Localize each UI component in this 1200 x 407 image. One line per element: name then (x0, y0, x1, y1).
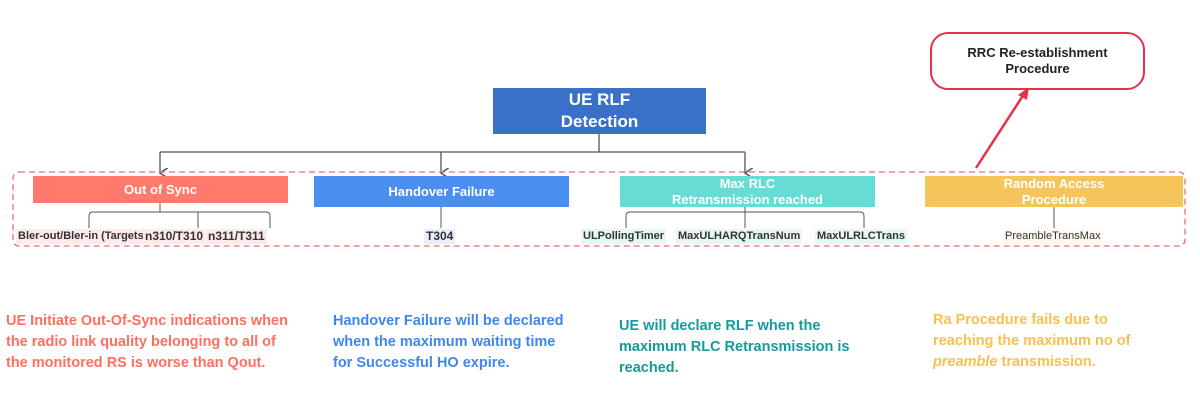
handover-failure-box: Handover Failure (314, 176, 569, 207)
out-of-sync-description: UE Initiate Out-Of-Sync indications when… (6, 313, 288, 371)
leaf-n310: n310/T310 (143, 229, 206, 244)
leaf-maxulharqtransnum: MaxULHARQTransNum (676, 229, 803, 244)
dashed-group (12, 171, 1186, 247)
leaf-t304: T304 (424, 229, 456, 244)
rrc-arrow (974, 93, 1026, 169)
leaf-n311: n311/T311 (206, 229, 267, 244)
out-of-sync-box: Out of Sync (33, 176, 288, 203)
root-connector (160, 134, 745, 153)
leaf-preambletransmax: PreambleTransMax (1003, 229, 1103, 244)
desc-line3: preamble transmission. (933, 354, 1096, 370)
leaf-bler: Bler-out/Bler-in (Targets) (16, 229, 150, 244)
leaf-maxulrlctrans: MaxULRLCTrans (815, 229, 908, 244)
leaf-ulpollingtimer: ULPollingTimer (581, 229, 667, 244)
